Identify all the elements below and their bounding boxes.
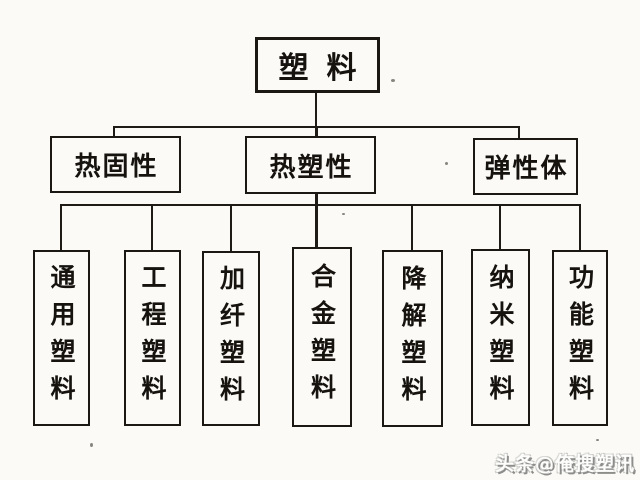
connector-drop-functional (579, 204, 581, 251)
node-plastics-root: 塑料 (255, 37, 380, 93)
connector-drop-general (60, 204, 62, 251)
node-engineering-plastics-label: 工程塑料 (138, 264, 167, 412)
node-general-plastics-label: 通用塑料 (47, 264, 76, 412)
node-degradable-plastics-label: 降解塑料 (398, 264, 427, 413)
node-fiber-reinforced-plastics-label: 加纤塑料 (216, 264, 246, 413)
connector-drop-fiber (230, 204, 232, 251)
node-thermoplastic: 热塑性 (245, 136, 376, 194)
node-nano-plastics: 纳米塑料 (471, 249, 530, 426)
node-engineering-plastics: 工程塑料 (124, 250, 181, 426)
node-elastomer: 弹性体 (473, 138, 578, 195)
node-general-plastics: 通用塑料 (33, 250, 90, 426)
node-elastomer-label: 弹性体 (484, 154, 569, 184)
scan-speck (342, 213, 345, 215)
watermark-toutiao: 头条@俺搜塑讯 (494, 453, 635, 475)
node-degradable-plastics: 降解塑料 (382, 250, 443, 427)
connector-drop-engineering (151, 204, 153, 251)
connector-drop-degradable (411, 204, 413, 251)
connector-drop-elastomer (518, 126, 520, 140)
connector-drop-thermosetting (113, 126, 115, 139)
node-nano-plastics-label: 纳米塑料 (486, 263, 515, 412)
node-functional-plastics: 功能塑料 (552, 250, 608, 426)
node-thermosetting: 热固性 (50, 136, 181, 193)
node-thermosetting-label: 热固性 (74, 152, 159, 182)
node-alloy-plastics-label: 合金塑料 (307, 263, 337, 411)
node-thermoplastic-label: 热塑性 (269, 152, 354, 183)
scan-speck (445, 162, 448, 165)
node-plastics-root-label: 塑料 (278, 51, 375, 86)
connector-drop-nano (499, 204, 501, 251)
node-alloy-plastics: 合金塑料 (292, 247, 352, 427)
scan-speck (90, 443, 93, 447)
scan-speck (391, 79, 395, 82)
connector-root-stem (315, 92, 317, 128)
node-functional-plastics-label: 功能塑料 (565, 264, 595, 412)
scan-speck (596, 439, 599, 441)
node-fiber-reinforced-plastics: 加纤塑料 (202, 251, 260, 426)
connector-level2-horizontal (61, 204, 581, 206)
